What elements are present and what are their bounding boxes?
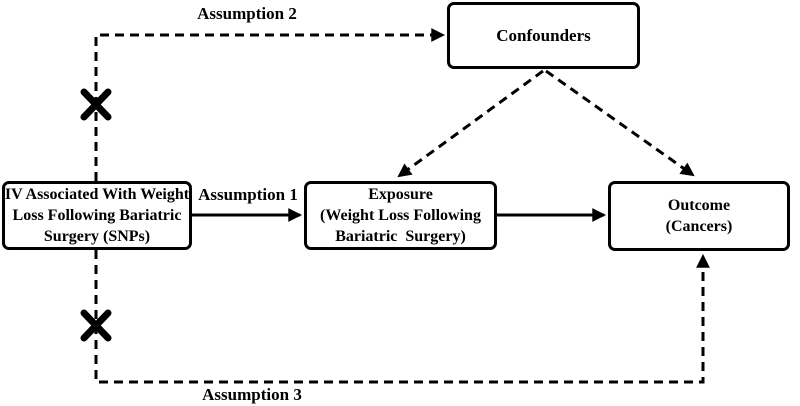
x-mark-icon [80, 88, 112, 121]
node-exposure: Exposure (Weight Loss Following Bariatri… [304, 181, 497, 250]
node-outcome-line: Outcome [667, 197, 731, 214]
node-exposure-line: Exposure [368, 186, 433, 203]
arrow-assumption3-iv-to-outcome [94, 250, 710, 384]
label-assumption-1: Assumption 1 [198, 185, 298, 204]
node-iv-line: Surgery (SNPs) [43, 228, 151, 245]
arrow-assumption2-iv-to-confounders [94, 28, 446, 181]
label-assumption-3: Assumption 3 [202, 385, 302, 404]
label-assumption-2: Assumption 2 [197, 4, 297, 23]
node-exposure-line: (Weight Loss Following [320, 207, 481, 224]
node-iv-line: Loss Following Bariatric [12, 207, 182, 224]
node-confounders-line: Confounders [496, 26, 591, 45]
x-mark-icon [80, 309, 112, 342]
node-exposure-line: Bariatric Surgery) [335, 228, 466, 245]
node-iv-snps: IV Associated With Weight Loss Following… [2, 181, 192, 250]
node-outcome: Outcome (Cancers) [608, 181, 790, 251]
node-confounders: Confounders [447, 2, 640, 69]
node-iv-line: IV Associated With Weight [4, 186, 190, 203]
arrow-confounders-to-outcome [545, 69, 695, 177]
node-outcome-line: (Cancers) [665, 218, 733, 235]
arrow-confounders-to-exposure [397, 69, 544, 178]
